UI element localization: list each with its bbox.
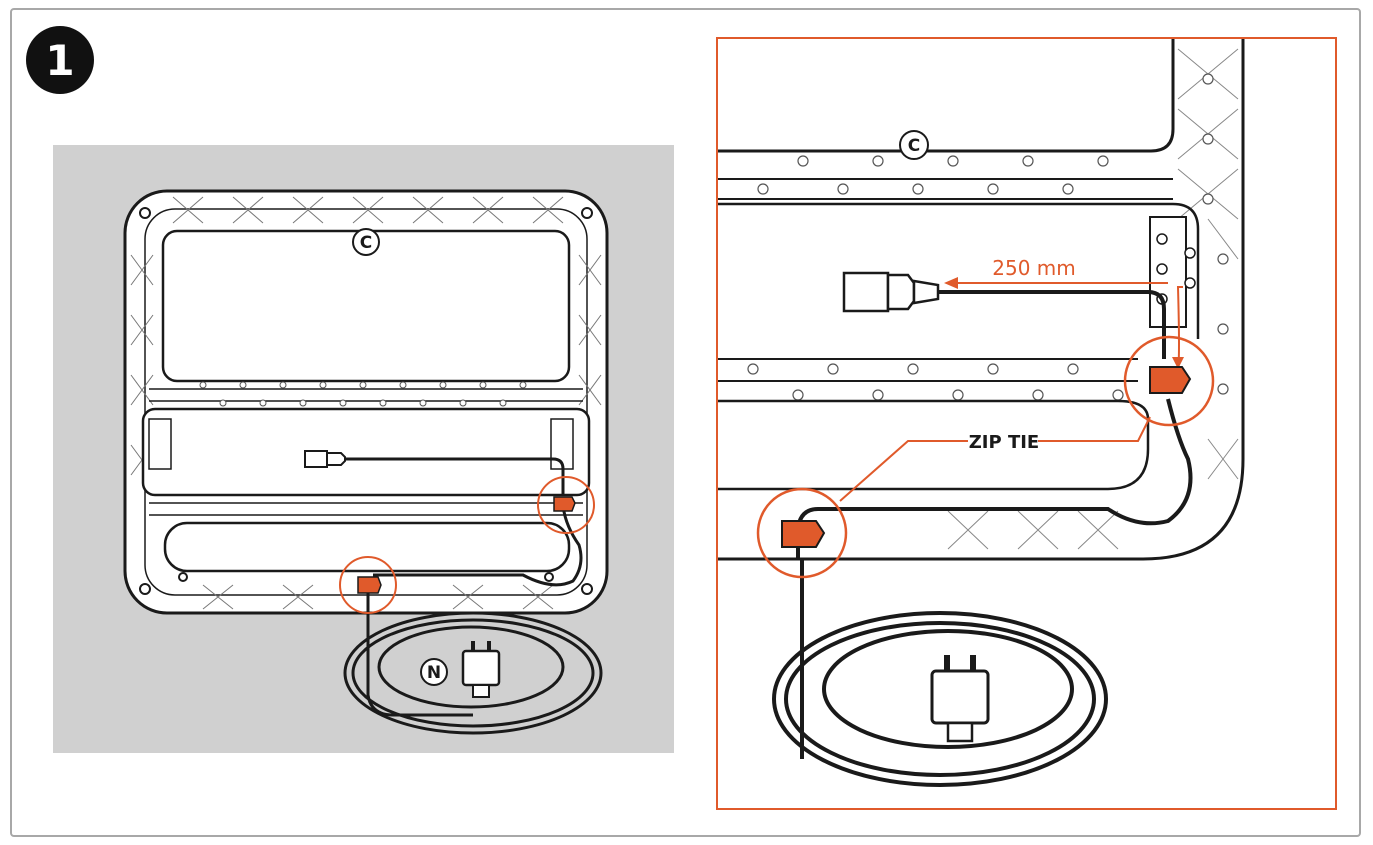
- clip-highlight-right: [537, 476, 595, 534]
- lower-rail-holes: [747, 363, 1124, 401]
- schuko-plug-detail-icon: [930, 655, 990, 743]
- instruction-frame: [10, 8, 1361, 837]
- coiled-cable-detail: [772, 611, 1108, 787]
- side-bracket: [1149, 216, 1187, 328]
- detail-drawing: 250 mm ZIP TIE C: [718, 39, 1245, 787]
- frame-label-circle: [352, 228, 380, 256]
- side-lattice: [947, 48, 1239, 550]
- zip-tie-callout-lines: [839, 416, 1151, 502]
- cable-run-upper: [938, 290, 1166, 359]
- coiled-cable: [343, 611, 603, 735]
- lower-opening: [163, 521, 571, 573]
- frame-label: C: [360, 233, 372, 253]
- dimension-arrow: [944, 277, 1184, 370]
- middle-opening-edge: [718, 202, 1200, 339]
- zip-tie-clips-detail: [781, 366, 1192, 548]
- overview-drawing: C N: [123, 189, 609, 735]
- frame-inner-corner: [718, 39, 1175, 153]
- cable-drop: [366, 591, 473, 717]
- frame-outer-corner: [718, 39, 1245, 561]
- clip-highlight-upper: [1123, 335, 1215, 427]
- plug-label: N: [427, 663, 441, 683]
- clip-highlight-bottom: [339, 556, 397, 614]
- frame-inner-edge: [144, 208, 588, 596]
- dimension-label: 250 mm: [992, 256, 1076, 280]
- side-holes: [1202, 73, 1229, 395]
- left-bracket: [148, 418, 172, 470]
- cable-upper: [345, 457, 565, 495]
- iec-connector-detail: [842, 271, 940, 313]
- lower-opening-edge: [718, 399, 1150, 491]
- step-number-badge: 1: [26, 26, 94, 94]
- middle-opening: [141, 407, 591, 497]
- cable-run-lower: [796, 398, 1193, 559]
- upper-rail-holes: [757, 155, 1109, 195]
- clip-highlight-lower: [756, 487, 848, 579]
- schuko-plug-icon: [461, 641, 501, 698]
- detail-frame-label-circle: [899, 130, 929, 160]
- rail-holes: [199, 381, 527, 407]
- iec-connector: [304, 450, 346, 468]
- detail-panel: 250 mm ZIP TIE C: [716, 37, 1337, 810]
- zip-tie-label: ZIP TIE: [969, 432, 1039, 453]
- cable-lower: [373, 504, 583, 587]
- zip-tie-clips: [357, 496, 576, 594]
- overview-panel: C N: [53, 145, 674, 753]
- plug-label-circle: [420, 658, 448, 686]
- frame-corner-holes: [139, 207, 593, 595]
- detail-frame-label: C: [908, 136, 920, 156]
